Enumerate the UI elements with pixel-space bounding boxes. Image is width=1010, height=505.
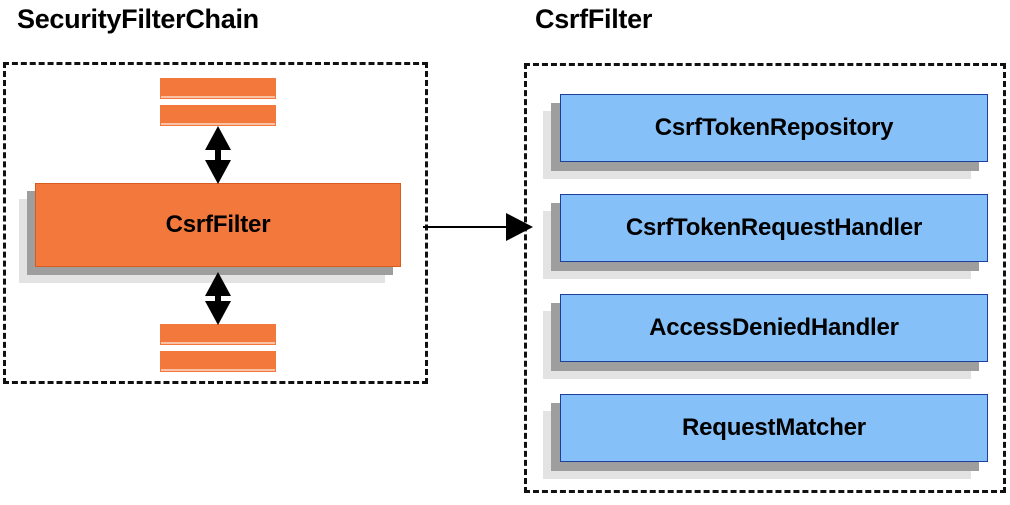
node-csrf-token-request-handler[interactable]: CsrfTokenRequestHandler [560,194,988,262]
node-csrf-filter-label: CsrfFilter [165,211,271,238]
node-csrf-token-repository-label: CsrfTokenRepository [654,114,894,141]
panel-title-csrf-filter: CsrfFilter [535,4,653,34]
node-access-denied-handler-label: AccessDeniedHandler [649,314,899,341]
node-csrf-token-repository[interactable]: CsrfTokenRepository [560,94,988,162]
filter-bar-top-1 [160,78,276,99]
panel-title-security-filter-chain: SecurityFilterChain [17,4,259,34]
node-request-matcher[interactable]: RequestMatcher [560,394,988,462]
filter-bar-top-2 [160,105,276,126]
node-access-denied-handler[interactable]: AccessDeniedHandler [560,294,988,362]
node-csrf-filter[interactable]: CsrfFilter [35,183,401,267]
csrf-filter-container [524,63,1006,493]
security-filter-chain-container [3,62,428,384]
filter-bar-bottom-1 [160,324,276,345]
node-csrf-token-request-handler-label: CsrfTokenRequestHandler [625,214,923,241]
connector-csrffilter-to-detail-panel [423,213,533,241]
filter-bar-bottom-2 [160,351,276,372]
node-request-matcher-label: RequestMatcher [682,414,866,441]
